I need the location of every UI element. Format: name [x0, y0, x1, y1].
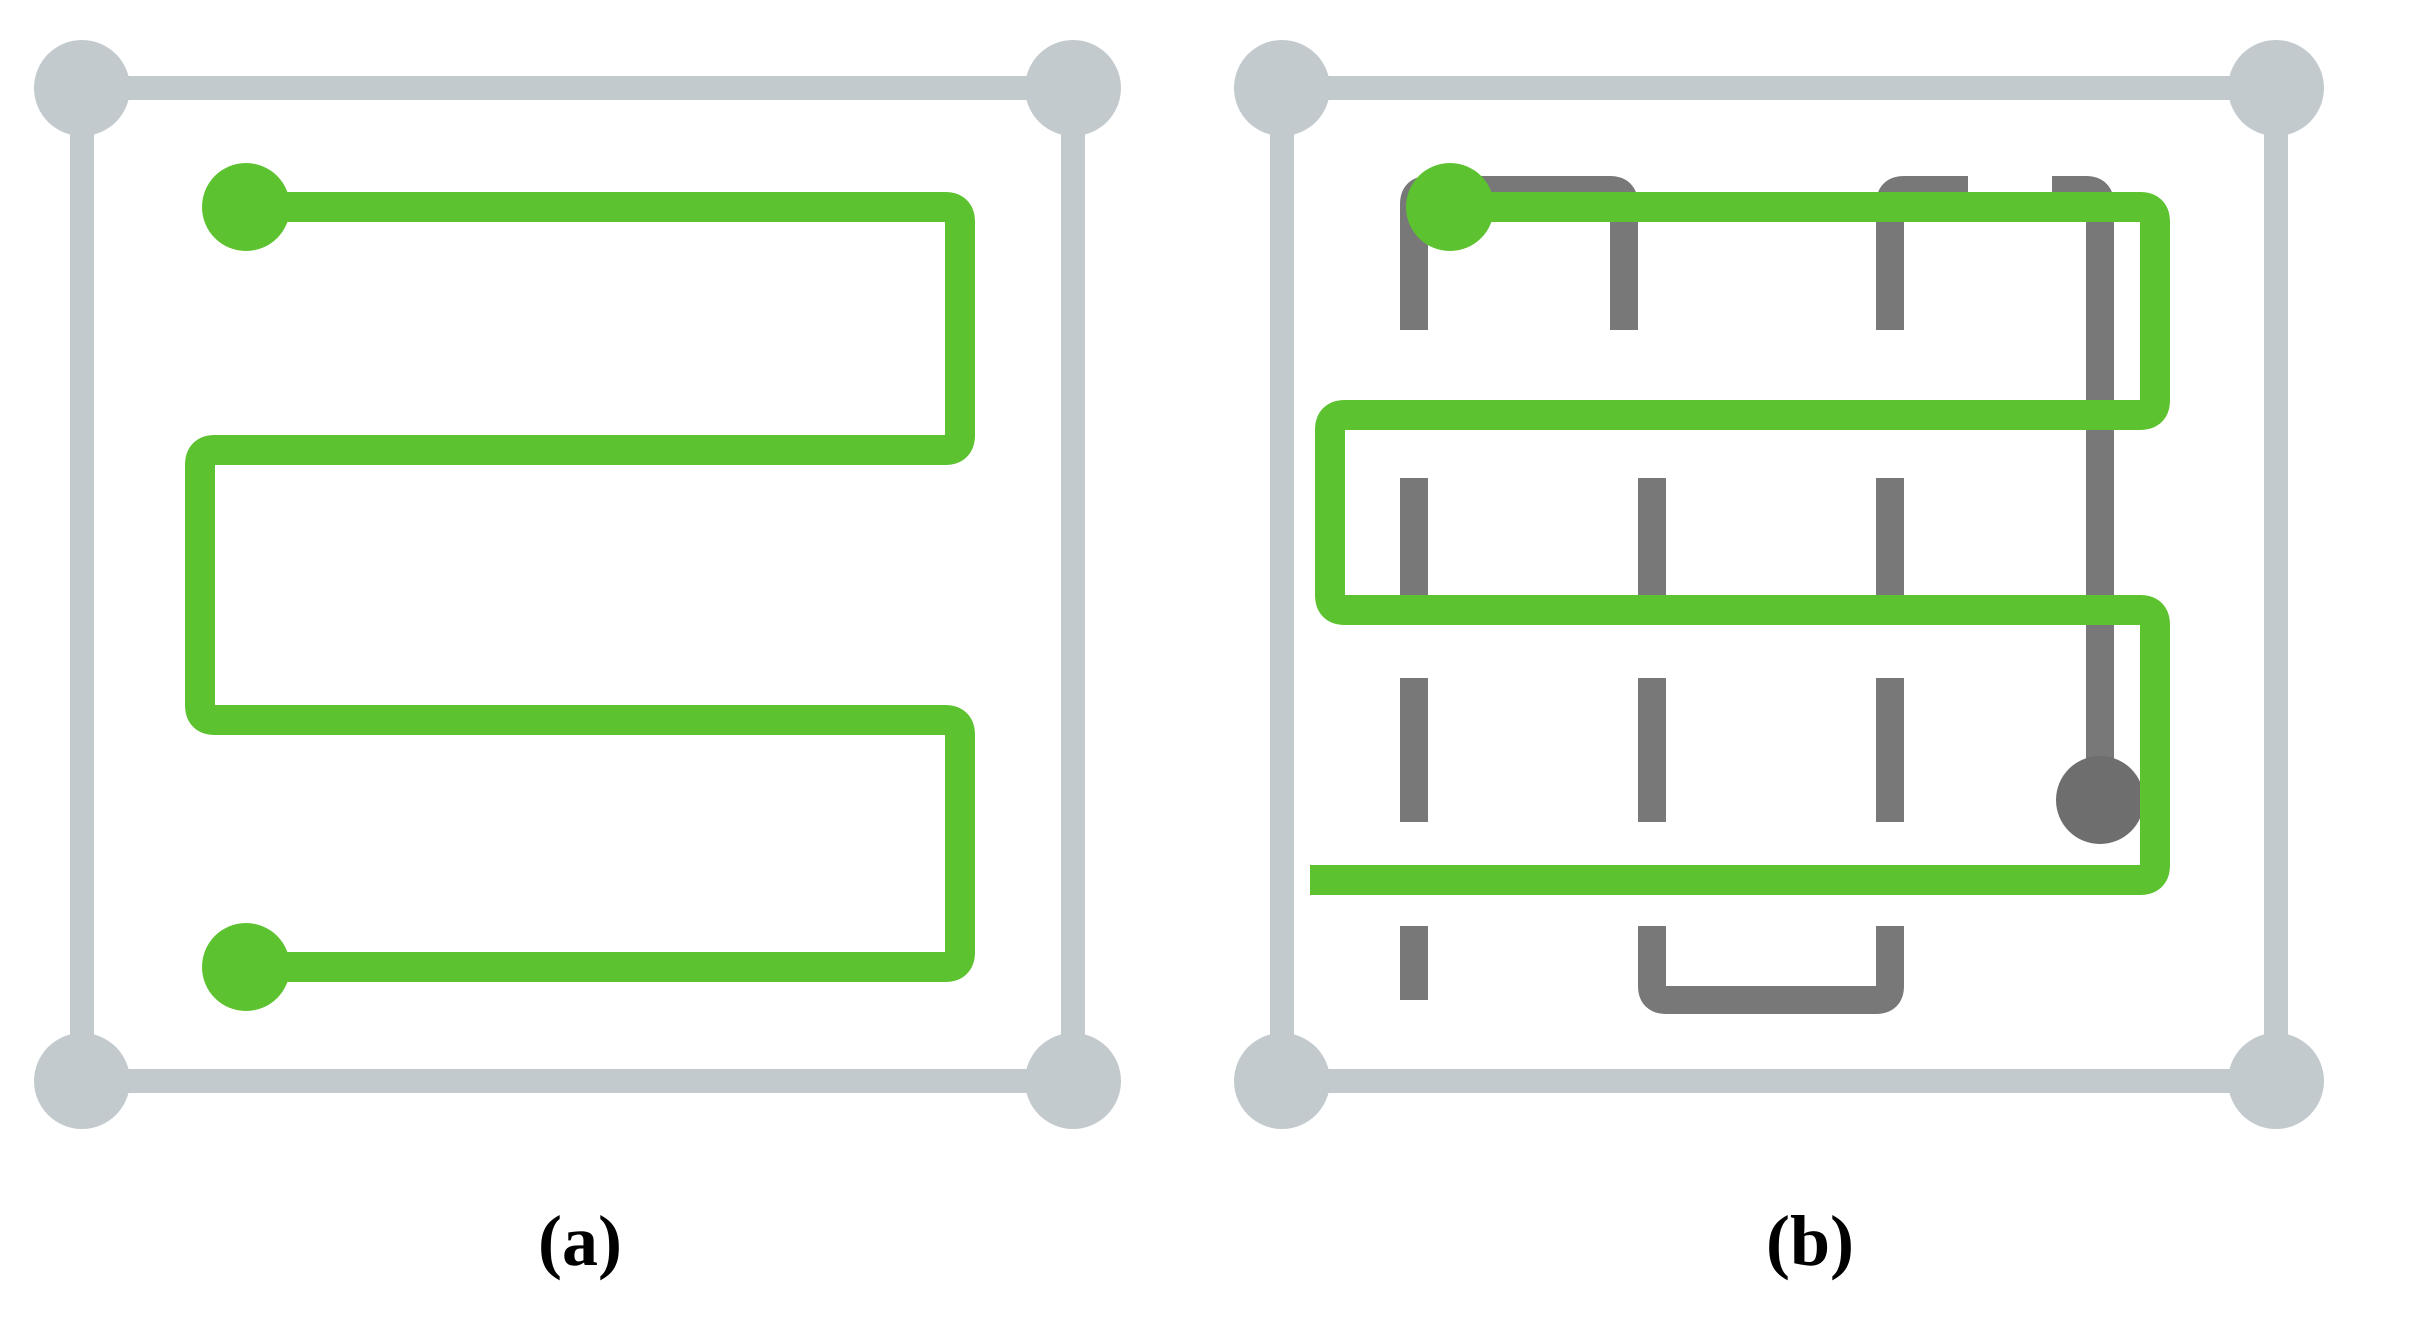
- boundary-frame-a: [34, 40, 1121, 1129]
- dark-path-layer: [2052, 176, 2144, 844]
- start-goal-node-top[interactable]: [1406, 163, 1494, 251]
- start-goal-node-bottom[interactable]: [202, 923, 290, 1011]
- coverage-path-b: [1310, 163, 2170, 895]
- boundary-corner-node-top-right[interactable]: [2228, 40, 2324, 136]
- panel-b-caption: (b): [1766, 1201, 1854, 1281]
- start-goal-node-top[interactable]: [202, 163, 290, 251]
- boundary-corner-node-bottom-right[interactable]: [2228, 1033, 2324, 1129]
- boundary-corner-node-bottom-left[interactable]: [34, 1033, 130, 1129]
- boundary-corner-node-top-right[interactable]: [1025, 40, 1121, 136]
- boundary-corner-node-bottom-left[interactable]: [1234, 1033, 1330, 1129]
- boundary-frame-b: [1234, 40, 2324, 1129]
- panel-a: (a): [0, 0, 1200, 1327]
- boundary-corner-node-top-left[interactable]: [34, 40, 130, 136]
- boundary-corner-node-bottom-right[interactable]: [1025, 1033, 1121, 1129]
- path-terminal-node[interactable]: [2056, 756, 2144, 844]
- green-path-polyline[interactable]: [1310, 192, 2170, 895]
- obstacle-u-bottom: [1638, 926, 1904, 1014]
- coverage-path-a: [185, 163, 975, 1011]
- green-path-polyline[interactable]: [185, 192, 975, 982]
- panel-b-graphic: [1234, 40, 2324, 1129]
- panel-a-graphic: [34, 40, 1121, 1129]
- panel-b: (b): [1200, 0, 2414, 1327]
- boundary-corner-node-top-left[interactable]: [1234, 40, 1330, 136]
- panel-a-caption: (a): [538, 1201, 622, 1281]
- dark-path-polyline[interactable]: [2052, 176, 2114, 762]
